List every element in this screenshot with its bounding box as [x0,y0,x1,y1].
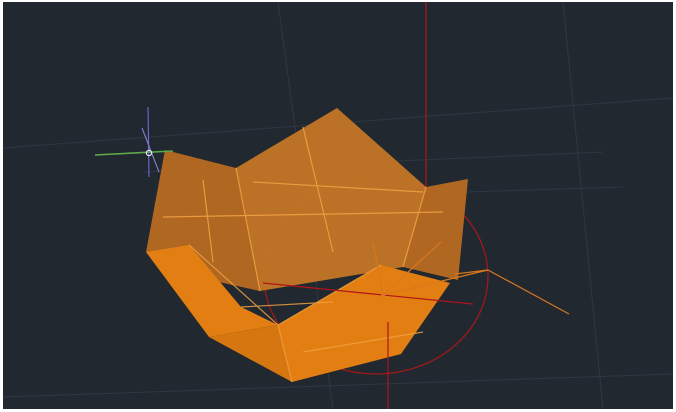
fold-edge [302,331,424,353]
fold-edge [277,324,293,383]
gizmo-handle[interactable] [382,241,442,296]
gizmo-handle-extension[interactable] [487,269,570,315]
ucs-crosshair-icon[interactable] [94,106,174,178]
solid-face[interactable] [209,325,292,382]
solid-face[interactable] [403,179,468,280]
fold-edge [402,186,427,268]
gizmo-x-axis[interactable] [262,282,474,305]
ucs-origin [145,149,153,157]
solid-inner-edges [162,126,444,292]
grid-line [3,373,673,398]
gizmo-handle[interactable] [454,269,489,275]
fold-edge [235,167,261,292]
solid-face[interactable] [236,108,426,291]
ucs-x-axis [94,150,174,156]
gizmo-center[interactable] [381,293,385,297]
solid-face[interactable] [278,265,450,382]
gizmo-handle[interactable] [372,241,384,296]
solid-front-faces[interactable] [146,245,450,382]
drawing-viewport[interactable] [3,2,673,409]
gizmo-handle[interactable] [382,269,489,296]
fold-edge [202,179,214,263]
fold-edge [162,211,444,218]
fold-edge [252,181,424,193]
solid-front-edges [188,244,424,383]
rotate-gizmo[interactable] [262,241,570,409]
ucs-z-axis [141,127,160,173]
solid-face[interactable] [146,245,278,337]
fold-edge [240,301,334,308]
viewport-canvas[interactable] [3,2,673,409]
grid-line [562,2,604,409]
ucs-y-axis [147,106,150,178]
fold-edge [302,126,334,253]
